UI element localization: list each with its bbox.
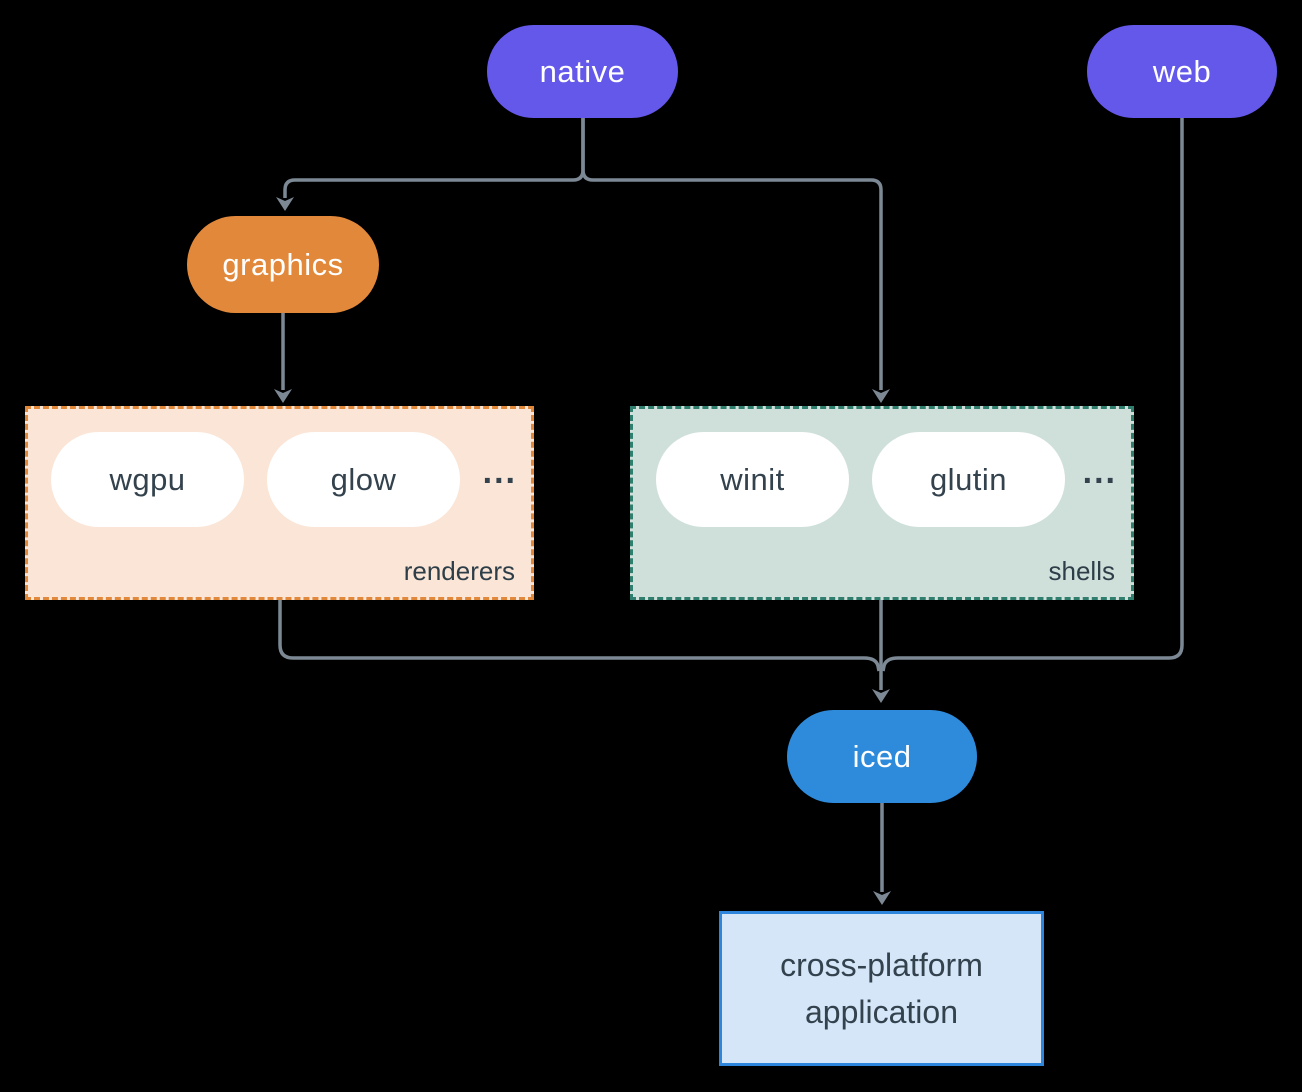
node-iced: iced — [787, 710, 977, 803]
arrowhead-iced — [872, 689, 890, 703]
group-renderers: wgpu glow ... renderers — [25, 406, 534, 600]
node-glow: glow — [267, 432, 460, 527]
group-shells: winit glutin ... shells — [630, 406, 1134, 600]
connector-web-to-junction — [881, 118, 1184, 672]
arrowhead-graphics — [276, 197, 294, 211]
node-graphics: graphics — [187, 216, 379, 313]
shells-ellipsis: ... — [1082, 453, 1117, 491]
connector-native-to-graphics — [283, 118, 585, 198]
arrowhead-renderers — [274, 389, 292, 403]
node-glutin: glutin — [872, 432, 1065, 527]
node-cross-platform-application: cross-platform application — [719, 911, 1044, 1066]
arrowhead-application — [873, 891, 891, 905]
node-native: native — [487, 25, 678, 118]
connector-renderers-to-junction — [278, 600, 881, 672]
node-wgpu: wgpu — [51, 432, 244, 527]
renderers-ellipsis: ... — [482, 453, 517, 491]
node-winit: winit — [656, 432, 849, 527]
shells-group-label: shells — [1048, 556, 1115, 586]
arrowhead-shells — [872, 389, 890, 403]
connector-native-to-shells — [581, 118, 883, 390]
node-web: web — [1087, 25, 1277, 118]
application-label-line2: application — [805, 993, 958, 1030]
application-label-line1: cross-platform — [780, 947, 983, 984]
renderers-group-label: renderers — [403, 556, 515, 586]
